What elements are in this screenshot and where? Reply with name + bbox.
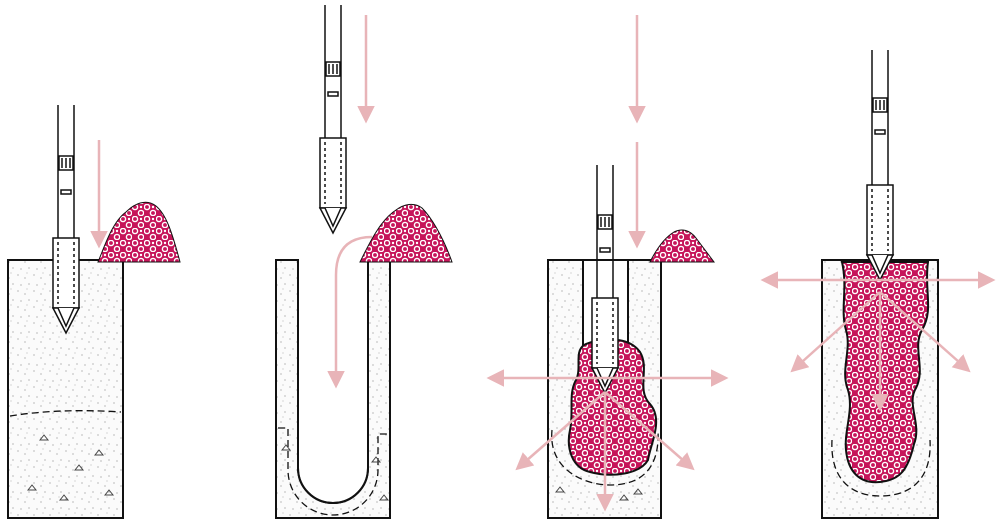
vibroprobe-icon	[51, 105, 81, 335]
panel-1	[7, 105, 181, 519]
panel-4	[760, 50, 996, 519]
borehole	[297, 260, 369, 504]
radial-arrows-icon	[486, 369, 729, 512]
stone-pile-icon	[359, 203, 453, 263]
panel-2	[275, 5, 453, 519]
vibroprobe-icon	[318, 5, 348, 235]
stone-path-arrow-icon	[327, 235, 373, 389]
vibroprobe-icon	[865, 50, 895, 282]
radial-arrows-icon	[760, 271, 996, 412]
gravel-marks	[280, 444, 390, 501]
soil-block	[275, 259, 391, 519]
panel-3	[486, 15, 729, 519]
stone-pile-icon	[649, 229, 715, 263]
compacted-zone-boundary	[551, 429, 659, 486]
vibroprobe-icon	[590, 165, 620, 395]
gravel-marks	[26, 434, 115, 501]
stone-pile-icon	[97, 201, 181, 263]
soil-block-outline	[547, 259, 662, 519]
stone-bulb	[567, 338, 658, 476]
compacted-zone-boundary	[278, 427, 388, 516]
gravel-marks	[554, 486, 644, 501]
